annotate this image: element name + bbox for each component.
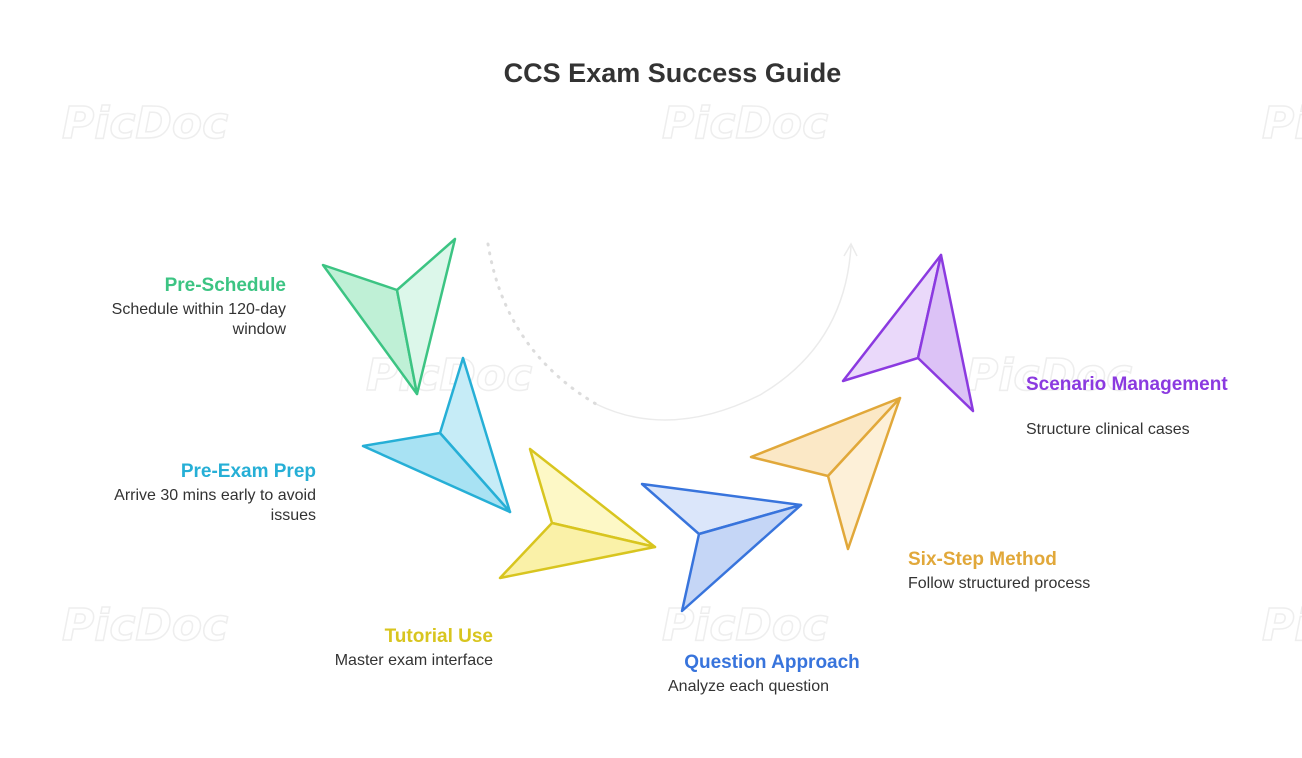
tutorial-use-arrow-icon xyxy=(498,447,657,580)
step-desc-six-step-method: Follow structured process xyxy=(908,575,1091,592)
step-title-tutorial-use: Tutorial Use xyxy=(384,626,493,647)
step-desc-question-approach: Analyze each question xyxy=(668,678,829,695)
step-desc-pre-schedule: Schedule within 120-day window xyxy=(111,301,286,338)
step-title-question-approach: Question Approach xyxy=(684,652,860,673)
pre-exam-prep-arrow-icon xyxy=(361,356,512,514)
watermark-text: PicDoc xyxy=(62,98,228,149)
watermark-text: PicDoc xyxy=(662,600,828,651)
step-desc-pre-exam-prep: Arrive 30 mins early to avoid issues xyxy=(114,487,316,524)
connector-arc-dotted xyxy=(486,242,598,406)
step-title-scenario-management: Scenario Management xyxy=(1026,374,1228,395)
watermark-text: PicDoc xyxy=(1262,600,1302,651)
watermark-text: PicDoc xyxy=(966,350,1132,401)
step-title-six-step-method: Six-Step Method xyxy=(908,549,1057,570)
connector-arrowhead xyxy=(843,242,858,257)
watermark-text: PicDoc xyxy=(662,98,828,149)
step-title-pre-exam-prep: Pre-Exam Prep xyxy=(180,461,316,482)
step-desc-tutorial-use: Master exam interface xyxy=(334,652,493,669)
page-title: CCS Exam Success Guide xyxy=(503,58,842,88)
six-step-method-arrow-icon xyxy=(749,396,902,551)
question-approach-arrow-icon xyxy=(640,482,803,613)
pre-schedule-arrow-icon xyxy=(321,237,457,396)
connector-arc xyxy=(595,245,852,421)
step-title-pre-schedule: Pre-Schedule xyxy=(164,275,286,296)
step-desc-scenario-management: Structure clinical cases xyxy=(1026,421,1190,438)
scenario-management-arrow-icon xyxy=(841,253,975,413)
watermark-text: PicDoc xyxy=(62,600,228,651)
watermarks: PicDoc PicDoc PicDoc PicDoc PicDoc PicDo… xyxy=(61,97,1302,652)
watermark-text: PicDoc xyxy=(1262,98,1302,149)
